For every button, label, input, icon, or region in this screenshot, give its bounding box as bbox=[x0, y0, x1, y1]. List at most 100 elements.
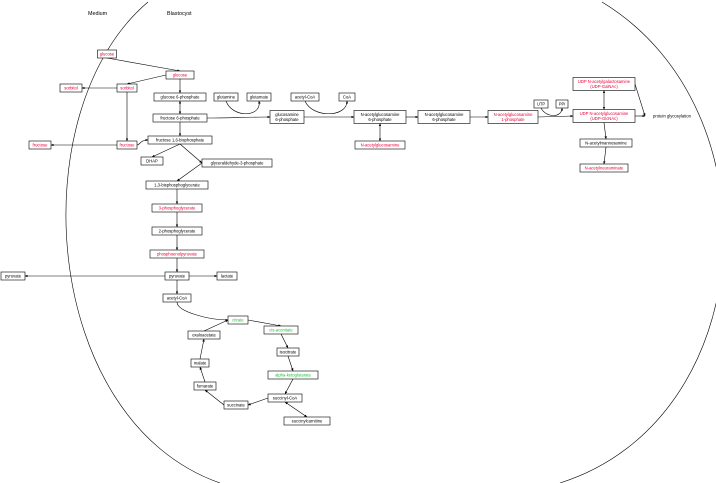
metabolite-label: 6-phosphate bbox=[275, 117, 299, 122]
metabolite-succinylcoa: succinyl-CoA bbox=[267, 393, 303, 403]
metabolite-glucose: glucose bbox=[165, 70, 195, 80]
metabolite-glutamine: glutamine bbox=[213, 92, 239, 102]
metabolite-label: citrate bbox=[232, 318, 244, 323]
edge-f6p-gln6p bbox=[206, 115, 271, 119]
metabolite-box bbox=[263, 325, 299, 335]
metabolite-box bbox=[145, 180, 209, 190]
edge-acetylcoa2-coa bbox=[304, 100, 349, 114]
metabolite-glutamate: glutamate bbox=[246, 92, 272, 102]
metabolite-label: glucose 6-phosphate bbox=[161, 95, 201, 100]
metabolite-box bbox=[147, 135, 213, 145]
metabolite-label: N-acetylglucosamine bbox=[425, 112, 465, 117]
metabolite-label: fructose 6-phosphate bbox=[160, 116, 200, 121]
metabolite-box bbox=[338, 92, 356, 102]
metabolite-sorbitol-med: sorbitol bbox=[59, 83, 83, 93]
edge-glucose-sorbitol bbox=[126, 74, 167, 85]
metabolite-ppi: PPi bbox=[555, 99, 569, 109]
edge-g3p-bpg bbox=[176, 162, 203, 182]
metabolite-label: 1,3-bisphosphoglycerate bbox=[154, 183, 200, 188]
metabolite-f6p: fructose 6-phosphate bbox=[152, 113, 208, 123]
metabolite-box bbox=[533, 99, 549, 109]
metabolite-utp: UTP bbox=[533, 99, 549, 109]
metabolite-label: protein glycosylation bbox=[653, 114, 692, 119]
blastocyst-membrane-right bbox=[559, 1, 716, 483]
metabolite-cisaconitate: cis-aconitate bbox=[263, 325, 299, 335]
metabolite-label: pyruvate bbox=[169, 274, 186, 279]
metabolite-box bbox=[193, 381, 217, 391]
metabolite-label: isocitrate bbox=[280, 350, 297, 355]
metabolite-sorbitol: sorbitol bbox=[116, 83, 138, 93]
metabolite-label: N-acetylneuraminate bbox=[585, 166, 624, 171]
metabolite-lactate: lactate bbox=[216, 271, 238, 281]
metabolite-label: N-acetylmannosamine bbox=[585, 141, 627, 146]
metabolite-label: 3-phosphoglycerate bbox=[159, 206, 196, 211]
metabolite-g6p: glucose 6-phosphate bbox=[153, 92, 207, 102]
metabolite-box bbox=[283, 416, 331, 426]
metabolite-label: N-acetylglucosamine bbox=[361, 112, 401, 117]
metabolite-fructose: fructose bbox=[116, 140, 138, 150]
metabolite-label: UDP N-acetylgalactosamine bbox=[578, 79, 631, 84]
edge-fumarate-malate bbox=[199, 366, 206, 383]
metabolite-label: (UDP-GlcNAc) bbox=[590, 116, 618, 121]
metabolite-label: 6-phosphate bbox=[368, 117, 392, 122]
metabolite-acetylcoa2: acetyl-CoA bbox=[290, 92, 320, 102]
metabolite-box bbox=[152, 113, 208, 123]
metabolite-label: glutamine bbox=[217, 95, 236, 100]
metabolite-box bbox=[164, 271, 190, 281]
metabolite-bpg: 1,3-bisphosphoglycerate bbox=[145, 180, 209, 190]
metabolite-udpgalnac: UDP N-acetylgalactosamine(UDP-GalNAc) bbox=[572, 77, 636, 91]
metabolite-label: CoA bbox=[343, 95, 351, 100]
metabolite-label: oxaloacetate bbox=[192, 333, 216, 338]
edge-manNAc-neuNAc bbox=[603, 146, 607, 165]
metabolite-label: sorbitol bbox=[64, 86, 78, 91]
metabolite-succinate: succinate bbox=[223, 400, 249, 410]
metabolite-protglyc: protein glycosylation bbox=[653, 114, 692, 119]
metabolite-box bbox=[216, 271, 238, 281]
metabolite-label: glyceraldehyde-3-phosphate bbox=[211, 161, 265, 166]
metabolite-label: glucose bbox=[173, 73, 188, 78]
edge-glucose-med-glucose bbox=[106, 57, 181, 72]
metabolite-label: glucosamine bbox=[275, 112, 299, 117]
edge-udpglcnac-manNAc bbox=[603, 122, 607, 140]
edge-malate-oxaloacetate bbox=[199, 338, 205, 360]
metabolite-box bbox=[354, 140, 406, 150]
metabolite-pg2: 2-phosphoglycerate bbox=[151, 226, 203, 236]
metabolite-f16bp: fructose 1,6-bisphosphate bbox=[147, 135, 213, 145]
metabolite-label: fumarate bbox=[197, 384, 214, 389]
metabolite-label: fructose bbox=[120, 143, 136, 148]
metabolite-label: UDP N-acetylglucosamine bbox=[580, 111, 629, 116]
metabolite-label: fructose bbox=[33, 143, 49, 148]
metabolite-pg3: 3-phosphoglycerate bbox=[151, 203, 203, 213]
edge-isocitrate-akg bbox=[287, 355, 294, 372]
metabolite-label: glucose bbox=[100, 52, 115, 57]
edge-f16bp-dhap bbox=[151, 143, 181, 158]
reaction-edges bbox=[24, 57, 646, 418]
edge-succinylcoa-succinate bbox=[247, 397, 269, 406]
metabolite-neuNAc: N-acetylneuraminate bbox=[579, 163, 629, 173]
metabolite-pyruvate-med: pyruvate bbox=[0, 271, 26, 281]
edge-acetylcoa-citrate bbox=[176, 301, 229, 322]
metabolite-box bbox=[162, 293, 192, 303]
metabolite-label: 2-phosphoglycerate bbox=[159, 229, 196, 234]
edge-fructose-f16bp bbox=[136, 138, 149, 146]
metabolite-fumarate: fumarate bbox=[193, 381, 217, 391]
metabolite-box bbox=[116, 83, 138, 93]
metabolite-label: (UDP-GalNAc) bbox=[590, 84, 618, 89]
metabolite-box bbox=[267, 393, 303, 403]
metabolite-citrate: citrate bbox=[227, 315, 249, 325]
metabolite-box bbox=[97, 49, 117, 59]
metabolite-box bbox=[555, 99, 569, 109]
metabolite-box bbox=[572, 109, 636, 123]
metabolite-box bbox=[28, 140, 52, 150]
metabolite-box bbox=[276, 347, 300, 357]
metabolite-fructose-med: fructose bbox=[28, 140, 52, 150]
metabolite-glcnac: N-acetylglucosamine bbox=[354, 140, 406, 150]
metabolite-coa: CoA bbox=[338, 92, 356, 102]
metabolite-udpglcnac: UDP N-acetylglucosamine(UDP-GlcNAc) bbox=[572, 109, 636, 123]
metabolite-malate: malate bbox=[190, 358, 210, 368]
edge-glcnac1p-udpglcnac bbox=[537, 114, 574, 118]
metabolite-label: succinyl-CoA bbox=[273, 396, 298, 401]
metabolite-succinylcarnitine: succinylcarnitine bbox=[283, 416, 331, 426]
